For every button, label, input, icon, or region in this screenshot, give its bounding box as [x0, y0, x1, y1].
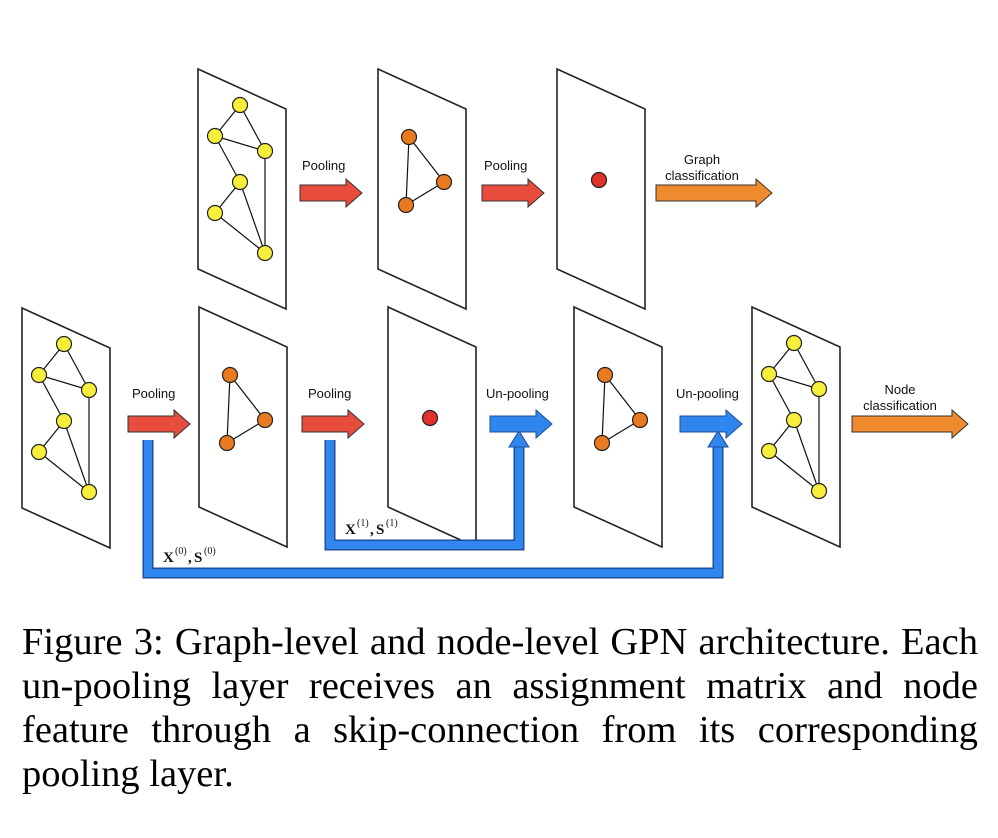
- label-node-classification-1: Node: [884, 382, 915, 397]
- arrow-bottom-pool-1: [127, 408, 191, 440]
- panel-bottom-pooled-graph: [198, 306, 288, 548]
- skip-head-0: [707, 430, 729, 448]
- arrow-top-pool-1: [299, 177, 363, 209]
- arrow-bottom-pool-2: [301, 408, 365, 440]
- skip-label-1: X (1) , S (1): [345, 518, 398, 538]
- label-graph-classification-2: classification: [665, 168, 739, 183]
- label-graph-classification-1: Graph: [684, 152, 720, 167]
- panel-bottom-output-graph: [751, 306, 841, 548]
- svg-text:S: S: [194, 550, 202, 566]
- svg-text:(1): (1): [357, 518, 369, 529]
- figure-caption-text: Figure 3: Graph-level and node-level GPN…: [22, 621, 978, 795]
- panel-top-input-graph: [197, 68, 287, 310]
- label-bottom-pool-1: Pooling: [132, 386, 175, 401]
- svg-text:X: X: [345, 522, 356, 538]
- label-top-pool-1: Pooling: [302, 158, 345, 173]
- skip-label-0: X (0) , S (0): [163, 546, 216, 566]
- svg-text:(1): (1): [386, 518, 398, 529]
- gpn-architecture-diagram: Pooling Pooling Graph classification Poo…: [21, 68, 969, 579]
- panel-bottom-input-graph: [21, 307, 111, 549]
- label-top-pool-2: Pooling: [484, 158, 527, 173]
- svg-text:,: ,: [370, 522, 374, 538]
- label-node-classification-2: classification: [863, 398, 937, 413]
- figure-caption: Figure 3: Graph-level and node-level GPN…: [22, 620, 978, 796]
- skip-head-1: [508, 430, 530, 448]
- svg-text:(0): (0): [204, 546, 216, 557]
- arrow-node-classification: [851, 408, 969, 440]
- svg-text:X: X: [163, 550, 174, 566]
- arrow-graph-classification: [655, 177, 773, 209]
- svg-text:(0): (0): [175, 546, 187, 557]
- panel-bottom-unpooled-graph: [573, 306, 663, 548]
- label-unpool-2: Un-pooling: [676, 386, 739, 401]
- arrow-unpool-1: [489, 408, 553, 440]
- panel-top-single-node: [556, 68, 646, 310]
- arrow-unpool-2: [679, 408, 743, 440]
- panel-bottom-single-node: [387, 306, 477, 548]
- label-unpool-1: Un-pooling: [486, 386, 549, 401]
- label-bottom-pool-2: Pooling: [308, 386, 351, 401]
- arrow-top-pool-2: [481, 177, 545, 209]
- panel-top-pooled-graph: [377, 68, 467, 310]
- svg-text:S: S: [376, 522, 384, 538]
- svg-text:,: ,: [188, 550, 192, 566]
